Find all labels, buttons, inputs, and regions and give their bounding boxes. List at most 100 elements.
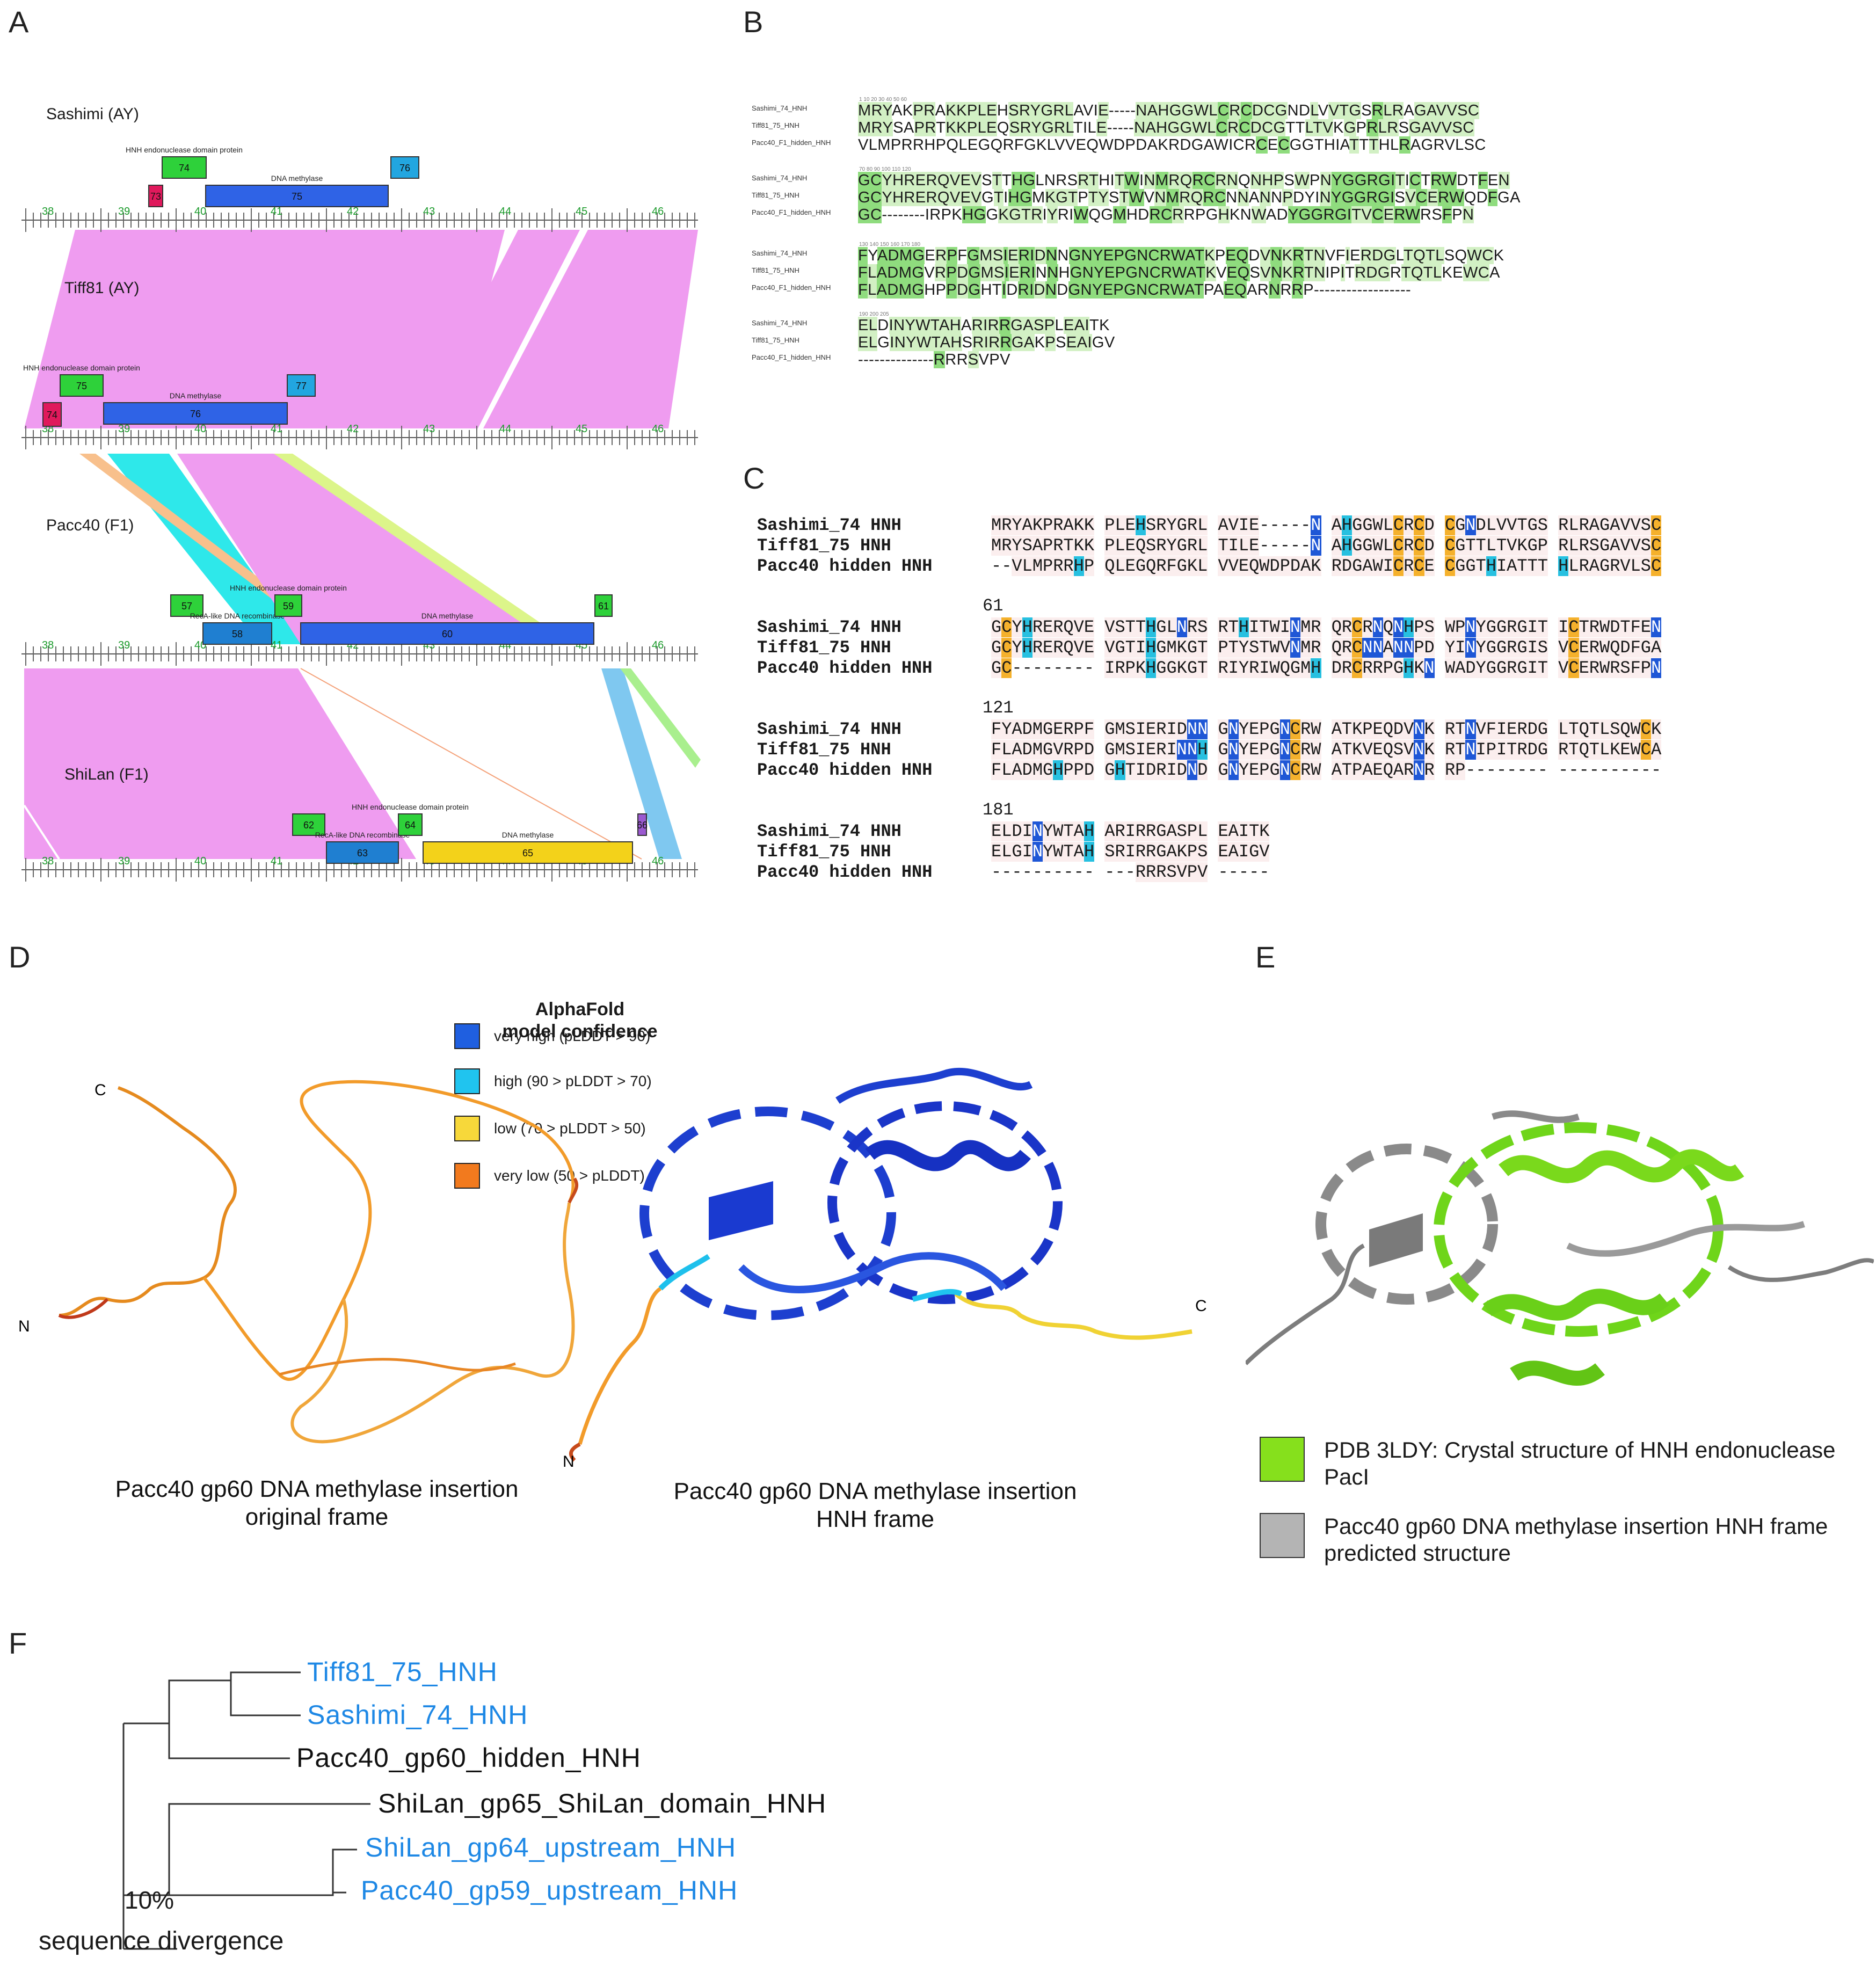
gene-annotation-sashimi-74: HNH endonuclease domain protein bbox=[126, 145, 243, 154]
alignment-b-seq-name: Pacc40_F1_hidden_HNH bbox=[752, 283, 831, 292]
synteny-sashimi-tiff81-right bbox=[483, 230, 698, 428]
alignment-c-sequence: GCYHRERQVE VGTIHGMKGT PTYSTWVNMR QRCNNAN… bbox=[991, 638, 1662, 658]
ruler-tick-label: 40 bbox=[194, 206, 206, 217]
genome-name-sashimi: Sashimi (AY) bbox=[46, 105, 139, 123]
tree-branch-hidden bbox=[168, 1723, 290, 1759]
alignment-b-seq-name: Pacc40_F1_hidden_HNH bbox=[752, 208, 831, 216]
legend-e-pdb-line1: PDB 3LDY: Crystal structure of HNH endon… bbox=[1324, 1437, 1836, 1462]
gene-box-pacc40-57 bbox=[170, 594, 203, 617]
ruler-tick-label: 46 bbox=[652, 423, 664, 435]
gene-number-shilan-63: 63 bbox=[357, 848, 368, 858]
gene-number-pacc40-57: 57 bbox=[181, 601, 192, 612]
gene-number-sashimi-76: 76 bbox=[399, 163, 410, 173]
ruler-tick-label: 39 bbox=[118, 423, 130, 435]
genome-name-shilan: ShiLan (F1) bbox=[64, 766, 149, 783]
gene-number-pacc40-58: 58 bbox=[232, 629, 243, 639]
ruler-tick-label: 39 bbox=[118, 206, 130, 217]
alignment-c-sequence: --VLMPRRHP QLEGQRFGKL VVEQWDPDAK RDGAWIC… bbox=[991, 556, 1662, 576]
alphafold-legend-title-line1: AlphaFold bbox=[535, 999, 625, 1020]
legend-swatch-very-low bbox=[454, 1163, 480, 1189]
alignment-b-sequence: GCYHRERQVEVGTIHGMKGTPTYSTWVNMRQRCNNANNPD… bbox=[858, 189, 1521, 206]
ruler-tick-label: 42 bbox=[347, 423, 359, 435]
superposed-structures-e bbox=[1246, 1110, 1874, 1386]
alignment-b-sequence: FYADMGERPFGMSIERIDNNGNYEPGNCRWATKPEQDVNK… bbox=[858, 247, 1504, 264]
legend-high: high (90 > pLDDT > 70) bbox=[454, 1068, 652, 1094]
ruler-tick-label: 45 bbox=[576, 423, 587, 435]
alignment-c-seq-name: Sashimi_74 HNH bbox=[757, 515, 901, 535]
legend-very-high: very high (pLDDT > 90) bbox=[454, 1023, 650, 1049]
alignment-b-seq-name: Sashimi_74_HNH bbox=[752, 249, 808, 257]
gene-box-tiff81-77 bbox=[287, 374, 316, 397]
gene-annotation-shilan-65: DNA methylase bbox=[502, 831, 554, 839]
ruler-tick-label: 38 bbox=[42, 639, 54, 651]
gene-box-pacc40-61 bbox=[594, 594, 613, 617]
alignment-b-sequence: VLMPRRHPQLEGQRFGKLVVEQWDPDAKRDGAWICRCECG… bbox=[858, 136, 1486, 154]
alignment-c-sequence: ELDINYWTAH ARIRRGASPL EAITK bbox=[991, 821, 1270, 841]
legend-label-very-high: very high (pLDDT > 90) bbox=[494, 1028, 651, 1044]
gene-number-tiff81-74: 74 bbox=[47, 410, 57, 420]
gene-box-shilan-65 bbox=[423, 841, 633, 864]
synteny-pacc40-shilan-main bbox=[24, 668, 416, 859]
alignment-b-seq-name: Sashimi_74_HNH bbox=[752, 104, 808, 112]
gene-box-pacc40-60 bbox=[300, 622, 594, 645]
synteny-pacc40-shilan-skyblue bbox=[601, 668, 682, 859]
alignment-c-sequence: MRYSAPRTKK PLEQSRYGRL TILE-----N AHGGWLC… bbox=[991, 536, 1662, 556]
protein-structures-d: N C N C bbox=[18, 1067, 1207, 1471]
panel-letter-d: D bbox=[9, 940, 31, 974]
scale-bar-label: 10% bbox=[125, 1886, 174, 1914]
alignment-c-seq-name: Sashimi_74 HNH bbox=[757, 617, 901, 637]
gene-number-sashimi-74: 74 bbox=[179, 163, 190, 173]
gene-number-tiff81-75: 75 bbox=[76, 381, 87, 391]
alignment-c-block-number: 121 bbox=[983, 698, 1014, 718]
caption-hnh-frame: Pacc40 gp60 DNA methylase insertion HNH … bbox=[634, 1478, 1117, 1533]
gene-number-pacc40-61: 61 bbox=[598, 601, 609, 612]
alignment-c-sequence: FLADMGVRPD GMSIERINNH GNYEPGNCRW ATKVEQS… bbox=[991, 740, 1662, 760]
alignment-c-seq-name: Tiff81_75 HNH bbox=[757, 740, 891, 760]
gene-number-shilan-64: 64 bbox=[405, 820, 416, 831]
legend-low: low (70 > pLDDT > 50) bbox=[454, 1116, 646, 1141]
alignment-c-seq-name: Tiff81_75 HNH bbox=[757, 842, 891, 862]
gene-box-shilan-63 bbox=[326, 841, 399, 864]
alignment-b-seq-name: Tiff81_75_HNH bbox=[752, 191, 799, 199]
gene-annotation-tiff81-75: HNH endonuclease domain protein bbox=[23, 363, 140, 372]
alignment-b-seq-name: Tiff81_75_HNH bbox=[752, 121, 799, 129]
ruler-tick-label: 41 bbox=[271, 423, 282, 435]
gene-box-tiff81-75 bbox=[60, 374, 104, 397]
gene-annotation-sashimi-75: DNA methylase bbox=[271, 174, 323, 183]
synteny-sashimi-tiff81-mid bbox=[416, 230, 580, 428]
panel-letter-f: F bbox=[9, 1626, 27, 1660]
alignment-c-sequence: FYADMGERPF GMSIERIDNN GNYEPGNCRW ATKPEQD… bbox=[991, 719, 1662, 739]
alignment-c-sequence: GCYHRERQVE VSTTHGLNRS RTHITWINMR QRCRNQN… bbox=[991, 617, 1662, 637]
synteny-sashimi-tiff81-main bbox=[24, 230, 505, 428]
alignment-b-position-row: 1 10 20 30 bbox=[859, 97, 907, 103]
gene-annotation-tiff81-76: DNA methylase bbox=[170, 391, 222, 400]
legend-swatch-very-high bbox=[454, 1023, 480, 1049]
alignment-b-position-row: 190 200 205 bbox=[859, 311, 889, 317]
alignment-b-sequence: GC--------IRPKHGGKGTRIYRIWQGMHDRCRRPGHKN… bbox=[858, 206, 1474, 223]
gene-box-sashimi-76 bbox=[390, 156, 419, 179]
tree-leaf-pacc40-gp59: Pacc40_gp59_upstream_HNH bbox=[361, 1875, 738, 1905]
ruler-tick-label: 39 bbox=[118, 855, 130, 867]
alignment-c-sequence: ---------- ---RRRSVPV ----- bbox=[991, 862, 1270, 882]
alignment-c-block-number: 181 bbox=[983, 800, 1014, 820]
legend-e-pdb: PDB 3LDY: Crystal structure of HNH endon… bbox=[1260, 1437, 1835, 1491]
alphafold-legend-title-line2: model confidence bbox=[502, 1021, 658, 1042]
gene-annotation-shilan-63: RecA-like DNA recombinase bbox=[315, 831, 410, 839]
ruler-tick-label: 39 bbox=[118, 639, 130, 651]
gene-number-pacc40-60: 60 bbox=[442, 629, 453, 639]
synteny-pacc40-shilan-green bbox=[620, 668, 701, 768]
structure-hnh-frame: N C bbox=[563, 1067, 1207, 1471]
ruler-tick-label: 46 bbox=[652, 855, 664, 867]
gene-number-pacc40-59: 59 bbox=[283, 601, 294, 612]
legend-e-predicted-line2: predicted structure bbox=[1324, 1540, 1511, 1566]
gene-box-pacc40-58 bbox=[202, 622, 272, 645]
ruler-tick-label: 46 bbox=[652, 206, 664, 217]
phylogenetic-tree bbox=[122, 1671, 370, 1950]
gene-number-sashimi-75: 75 bbox=[292, 191, 302, 202]
gene-box-shilan-64 bbox=[398, 813, 423, 836]
ruler-tick-label: 41 bbox=[271, 639, 282, 651]
legend-e-swatch-pdb bbox=[1260, 1437, 1305, 1482]
legend-e-swatch-predicted bbox=[1260, 1513, 1305, 1558]
